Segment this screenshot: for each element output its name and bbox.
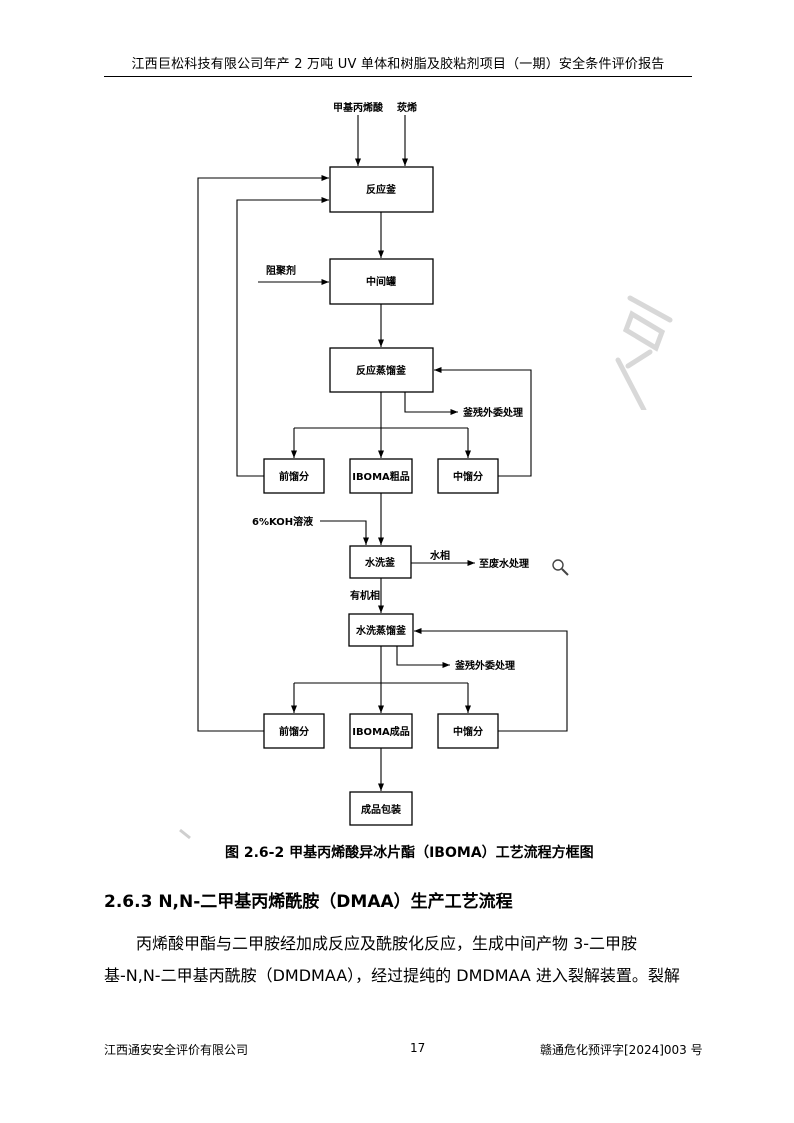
box-packaging [349,791,413,826]
loop-middle-1-to-distillation [434,366,532,477]
box-reaction-distillation [329,347,434,393]
box-front-fraction-1 [263,458,325,494]
box-crude-product [349,458,413,494]
label-intermediate-tank: 中间罐 [366,275,396,288]
footer-page-number: 17 [410,1041,426,1055]
label-reactor: 反应釜 [366,183,397,196]
label-crude-product: IBOMA粗品 [352,470,410,483]
loop-middle-2-to-distillation [414,627,568,732]
label-front-fraction-2: 前馏分 [279,725,309,738]
output-residue-2: 釜残外委处理 [454,659,515,672]
label-finished-product: IBOMA成品 [352,725,410,738]
label-washing-distillation: 水洗蒸馏釜 [355,624,407,637]
footer-report-number: 赣通危化预评字[2024]003 号 [540,1043,703,1057]
arrow-residue-2 [396,646,450,669]
box-front-fraction-2 [263,713,325,749]
input-methacrylic-acid: 甲基丙烯酸 [333,101,384,114]
loop-front-1-to-reactor [236,196,329,477]
watermark [615,295,673,410]
input-inhibitor: 阻聚剂 [266,264,296,277]
arrow-koh [320,520,370,545]
process-flow-diagram: 甲基丙烯酸 莰烯 反应釜 阻聚剂 中间罐 反应蒸馏釜 釜残外委处理 前馏分 IB… [179,101,569,840]
figure-caption: 图 2.6-2 甲基丙烯酸异冰片酯（IBOMA）工艺流程方框图 [225,845,594,861]
label-reaction-distillation: 反应蒸馏釜 [356,364,407,377]
box-reactor [329,166,434,213]
box-washing-distillation [348,613,414,647]
box-intermediate-tank [329,258,434,305]
header-divider [104,76,692,77]
edge-organic-phase: 有机相 [350,589,380,602]
label-packaging: 成品包装 [361,803,401,816]
box-washing-kettle [349,545,412,579]
loop-front-2-to-reactor [197,174,329,732]
watermark-mark [179,828,191,840]
label-middle-fraction-1: 中馏分 [453,470,483,483]
label-front-fraction-1: 前馏分 [279,470,309,483]
output-residue-1: 釜残外委处理 [462,406,523,419]
box-middle-fraction-2 [437,713,499,749]
output-wastewater: 至废水处理 [479,557,529,570]
paragraph-line: 丙烯酸甲酯与二甲胺经加成反应及酰胺化反应，生成中间产物 3-二甲胺 [136,934,638,953]
label-middle-fraction-2: 中馏分 [453,725,483,738]
body-paragraph: 丙烯酸甲酯与二甲胺经加成反应及酰胺化反应，生成中间产物 3-二甲胺 基-N,N-… [104,928,716,992]
page-header: 江西巨松科技有限公司年产 2 万吨 UV 单体和树脂及胶粘剂项目（一期）安全条件… [131,57,665,72]
input-camphene: 莰烯 [397,101,417,114]
input-koh-solution: 6%KOH溶液 [252,515,313,528]
arrow-residue-1 [404,392,458,416]
label-washing-kettle: 水洗釜 [364,556,396,569]
edge-water-phase: 水相 [429,549,450,562]
box-finished-product [349,713,413,749]
section-heading: 2.6.3 N,N-二甲基丙烯酰胺（DMAA）生产工艺流程 [104,892,513,912]
zoom-icon[interactable] [552,559,569,576]
footer-company: 江西通安安全评价有限公司 [104,1043,249,1057]
paragraph-line: 基-N,N-二甲基丙酰胺（DMDMAA），经过提纯的 DMDMAA 进入裂解装置… [104,966,680,985]
box-middle-fraction-1 [437,458,499,494]
